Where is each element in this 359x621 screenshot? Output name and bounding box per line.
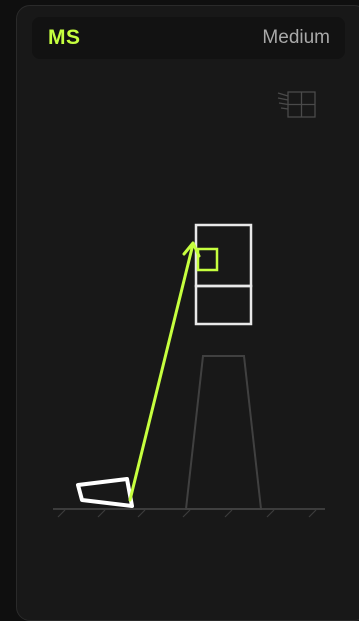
focus-target-box: [198, 249, 217, 270]
head-frame-upper: [196, 225, 251, 286]
head-frame-lower: [196, 286, 251, 324]
subject-body-shape: [186, 356, 261, 509]
camera-icon: [78, 479, 132, 506]
camera-sight-line: [130, 244, 193, 500]
ground-line: [53, 509, 325, 517]
